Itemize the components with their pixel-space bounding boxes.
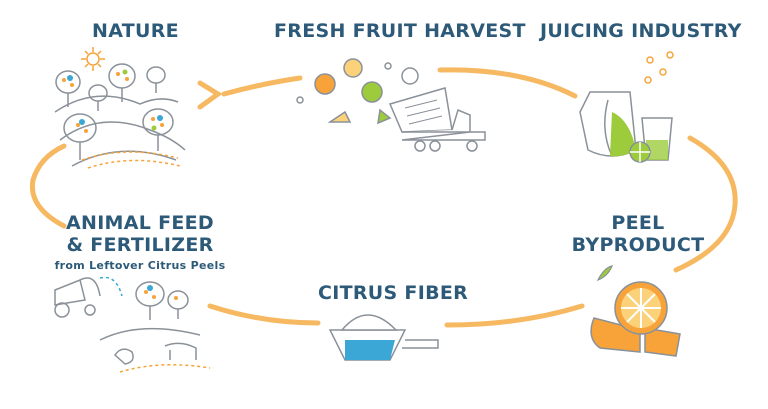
fruit-truck-icon: [296, 58, 486, 152]
stage-title-fiber: CITRUS FIBER: [318, 282, 469, 304]
cycle-arrow-segment: [207, 303, 321, 326]
stage-title-feed-line1: ANIMAL FEED: [65, 212, 215, 234]
stage-title-peel-line1: PEEL: [611, 212, 665, 234]
cycle-arrow-segment: [437, 67, 578, 99]
juice-pitcher-icon: [579, 51, 674, 163]
orange-slice-icon: [590, 265, 681, 357]
stage-subtitle-feed: from Leftover Citrus Peels: [54, 259, 226, 272]
stage-title-feed: ANIMAL FEED & FERTILIZER from Leftover C…: [50, 212, 230, 272]
stage-title-nature: NATURE: [92, 20, 179, 42]
stage-title-juicing: JUICING INDUSTRY: [540, 20, 742, 42]
cycle-arrow-segment: [444, 303, 585, 328]
cycle-arrow: [29, 67, 738, 328]
fiber-scoop-icon: [328, 314, 439, 361]
stage-title-peel-line2: BYPRODUCT: [571, 234, 705, 256]
trees-sun-icon: [54, 47, 186, 169]
stage-title-feed-line2: & FERTILIZER: [66, 234, 214, 256]
cycle-arrow-segment: [221, 75, 303, 97]
cycle-arrow-segment: [673, 135, 738, 273]
cycle-arrowhead: [197, 80, 223, 110]
farm-animals-icon: [54, 276, 211, 373]
stage-title-harvest: FRESH FRUIT HARVEST: [274, 20, 526, 42]
cycle-arrow-segment: [29, 143, 67, 229]
stage-title-peel: PEEL BYPRODUCT: [570, 212, 706, 256]
